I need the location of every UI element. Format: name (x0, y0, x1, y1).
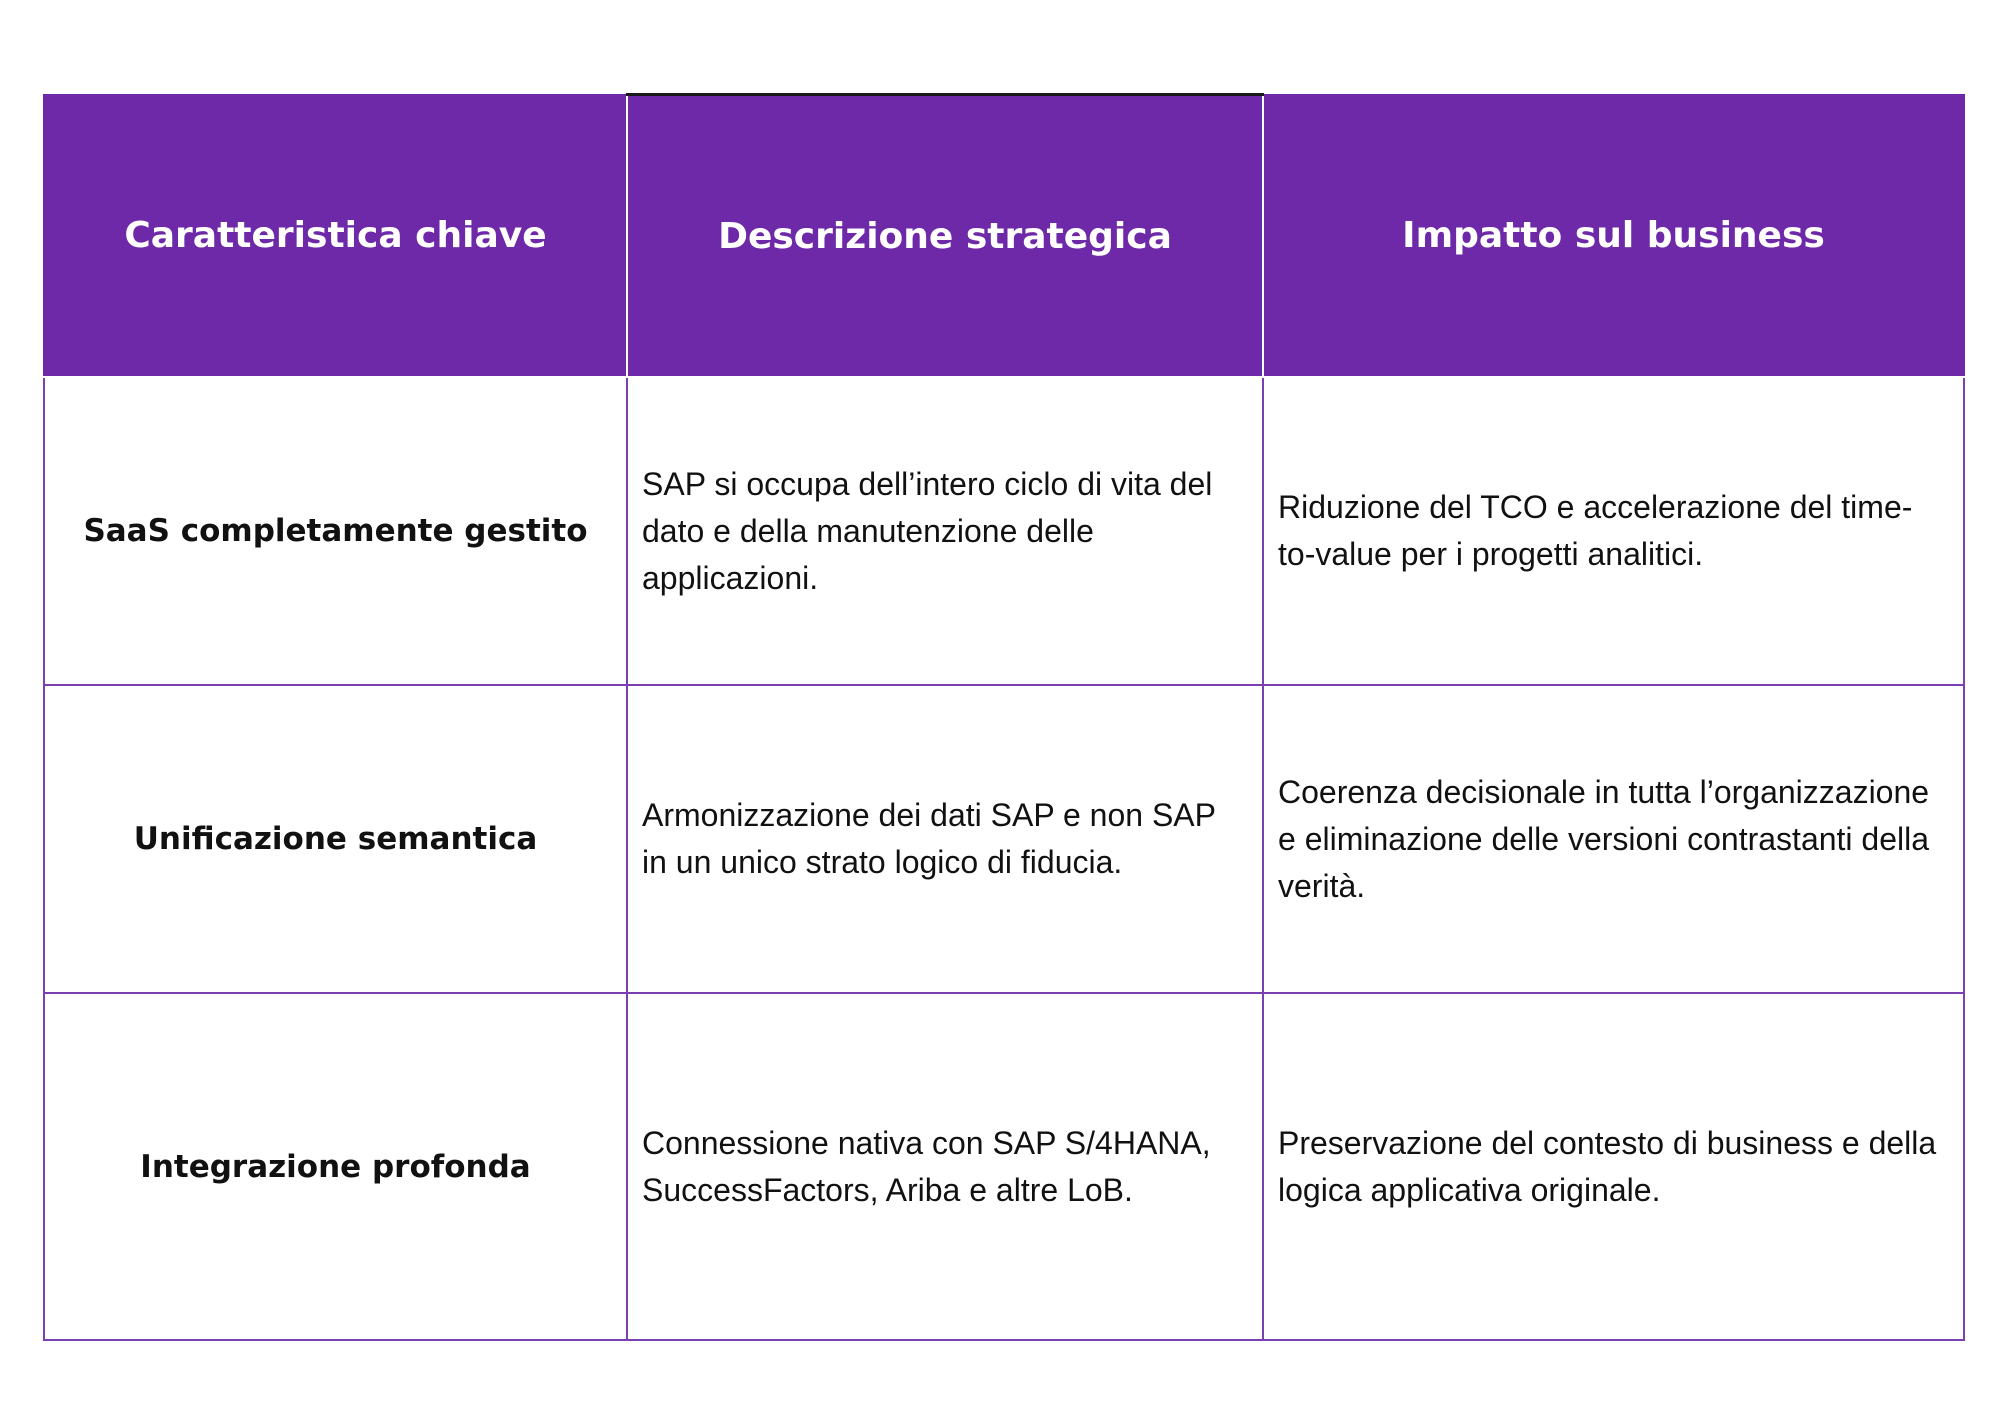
feature-cell: Unificazione semantica (43, 684, 628, 994)
feature-cell: SaaS completamente gestito (43, 376, 628, 686)
header-row: Caratteristica chiave Descrizione strate… (43, 93, 1965, 378)
feature-cell: Integrazione profonda (43, 992, 628, 1341)
comparison-table-container: Caratteristica chiave Descrizione strate… (43, 93, 1965, 1341)
header-impact: Impatto sul business (1262, 93, 1965, 378)
impact-cell: Preservazione del contesto di business e… (1262, 992, 1965, 1341)
description-cell: Connessione nativa con SAP S/4HANA, Succ… (626, 992, 1264, 1341)
table-row: Unificazione semantica Armonizzazione de… (43, 684, 1965, 994)
description-cell: Armonizzazione dei dati SAP e non SAP in… (626, 684, 1264, 994)
table-body: SaaS completamente gestito SAP si occupa… (43, 376, 1965, 1341)
table-row: Integrazione profonda Connessione nativa… (43, 992, 1965, 1341)
table-row: SaaS completamente gestito SAP si occupa… (43, 376, 1965, 686)
comparison-table: Caratteristica chiave Descrizione strate… (43, 93, 1965, 1341)
header-feature: Caratteristica chiave (43, 93, 628, 378)
impact-cell: Riduzione del TCO e accelerazione del ti… (1262, 376, 1965, 686)
table-header: Caratteristica chiave Descrizione strate… (43, 93, 1965, 378)
impact-cell: Coerenza decisionale in tutta l’organizz… (1262, 684, 1965, 994)
description-cell: SAP si occupa dell’intero ciclo di vita … (626, 376, 1264, 686)
header-description: Descrizione strategica (626, 93, 1264, 378)
